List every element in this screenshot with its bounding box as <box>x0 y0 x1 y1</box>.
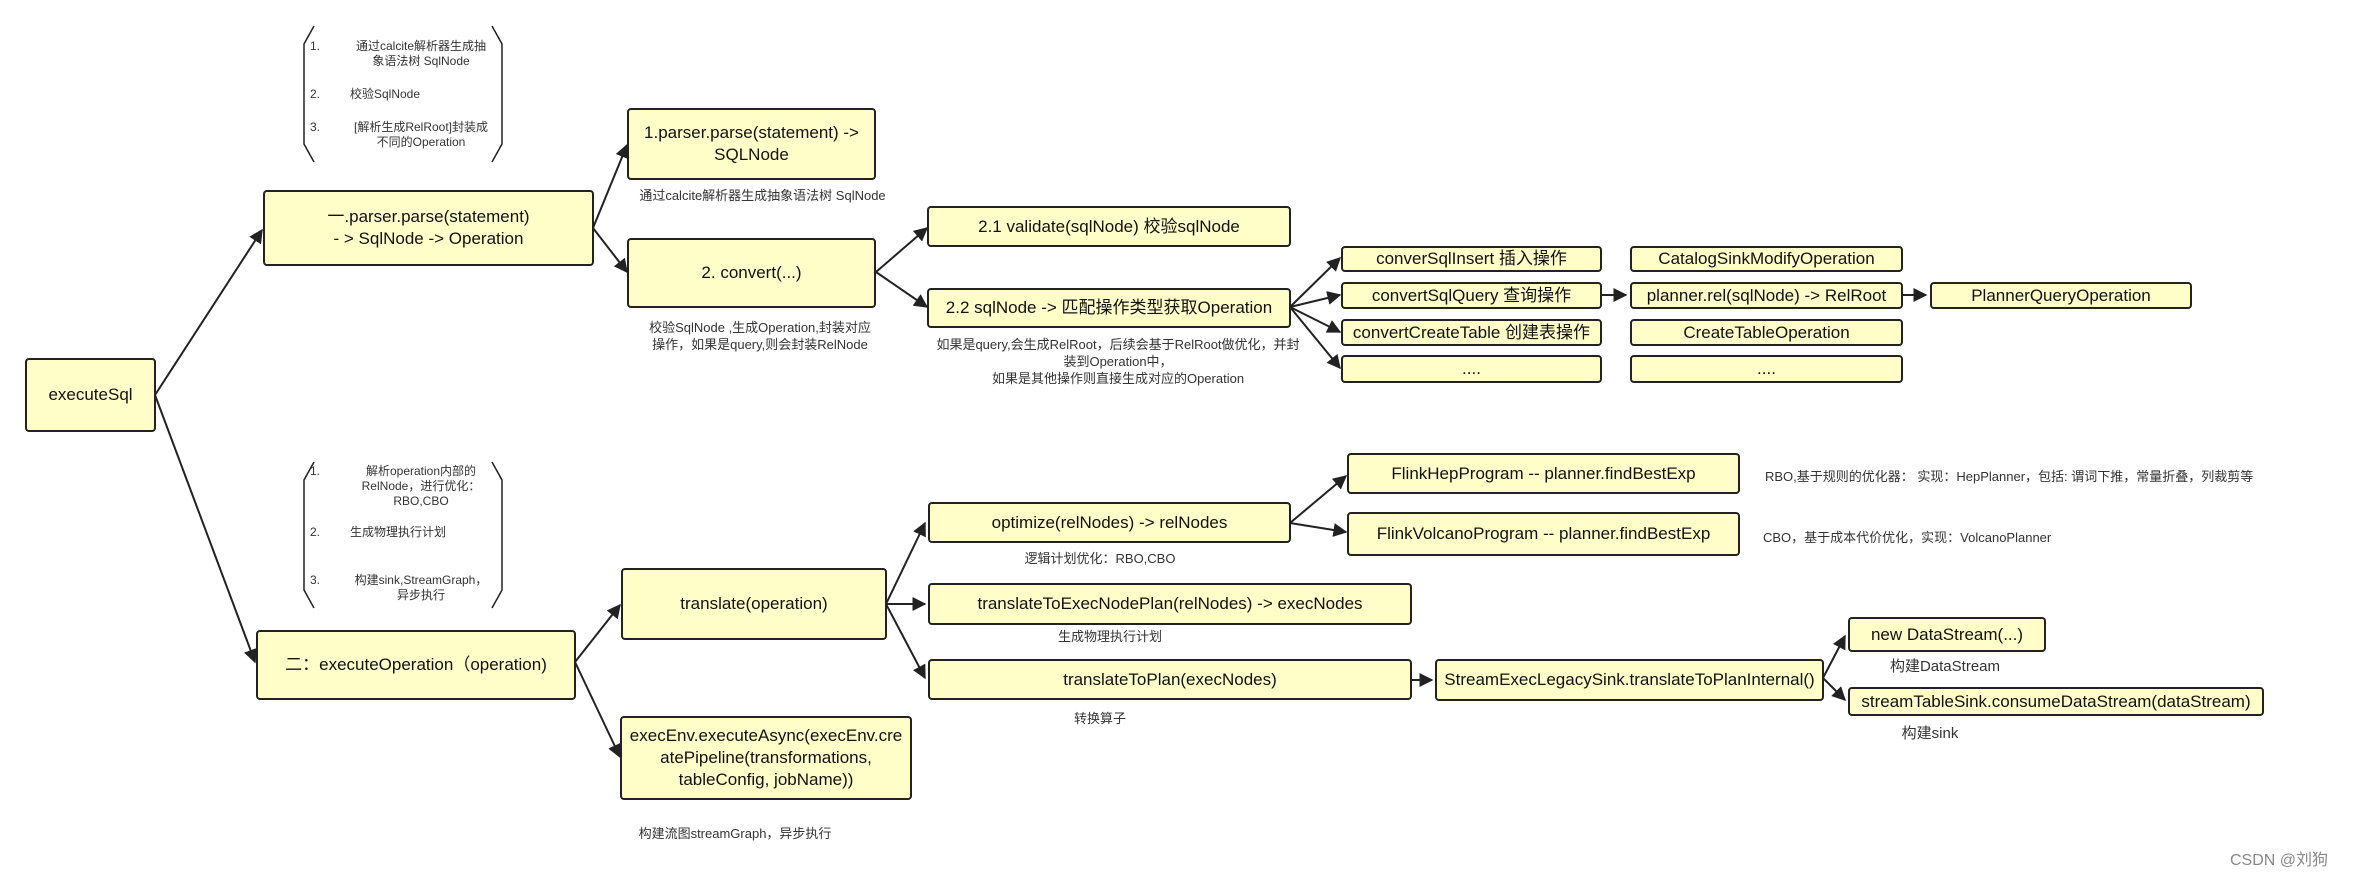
edge-match-create <box>1289 306 1342 333</box>
brace-item-num: 3. <box>310 573 321 587</box>
node-flink-hep[interactable]: FlinkHepProgram -- planner.findBestExp <box>1347 453 1740 494</box>
brace-item: 1. 通过calcite解析器生成抽 象语法树 SqlNode <box>310 39 500 69</box>
note-optimize: 逻辑计划优化：RBO,CBO <box>1024 551 1176 566</box>
edge-convert-match <box>875 271 929 308</box>
node-translate-to-plan[interactable]: translateToPlan(execNodes) <box>928 659 1412 700</box>
brace-item-text: 通过calcite解析器生成抽 象语法树 SqlNode <box>355 39 486 68</box>
brace-item: 1. 解析operation内部的 RelNode，进行优化： RBO,CBO <box>310 464 500 509</box>
node-create-table-op[interactable]: CreateTableOperation <box>1630 319 1903 346</box>
node-ellipsis-2[interactable]: .... <box>1630 355 1903 383</box>
node-convert[interactable]: 2. convert(...) <box>627 238 876 308</box>
brace-item-num: 2. <box>310 87 321 101</box>
note-parse: 通过calcite解析器生成抽象语法树 SqlNode <box>639 188 886 203</box>
node-execute-operation[interactable]: 二：executeOperation（operation) <box>256 630 576 700</box>
node-execute-async[interactable]: execEnv.executeAsync(execEnv.cre atePipe… <box>620 716 912 800</box>
node-convert-sql-query[interactable]: convertSqlQuery 查询操作 <box>1341 282 1602 309</box>
brace-list-bottom: 1. 解析operation内部的 RelNode，进行优化： RBO,CBO … <box>300 460 506 610</box>
edge-convert-validate <box>875 227 929 273</box>
note-cbo: CBO，基于成本代价优化，实现：VolcanoPlanner <box>1763 530 2052 545</box>
edge-optimize-volcano <box>1289 522 1348 537</box>
edge-match-query <box>1289 291 1342 308</box>
node-convert-create-table[interactable]: convertCreateTable 创建表操作 <box>1341 319 1602 346</box>
note-match: 如果是query,会生成RelRoot，后续会基于RelRoot做优化，并封 装… <box>936 337 1300 386</box>
edge-legacysink-newds <box>1822 634 1846 679</box>
node-sqlnode-match[interactable]: 2.2 sqlNode -> 匹配操作类型获取Operation <box>927 288 1291 328</box>
note-convert: 校验SqlNode ,生成Operation,封装对应 操作，如果是query,… <box>649 320 871 352</box>
brace-item-text: 生成物理执行计划 <box>350 525 447 539</box>
edge-parser-convert <box>592 227 628 274</box>
note-build-sink: 构建sink <box>1901 725 1959 742</box>
node-parser-parse[interactable]: 一.parser.parse(statement) - > SqlNode ->… <box>263 190 594 266</box>
node-execute-sql[interactable]: executeSql <box>25 358 156 432</box>
brace-item-text: [解析生成RelRoot]封装成 不同的Operation <box>353 120 489 149</box>
note-exec-plan: 生成物理执行计划 <box>1057 629 1162 644</box>
node-conver-sql-insert[interactable]: converSqlInsert 插入操作 <box>1341 246 1602 272</box>
edge-translate-optimize <box>885 521 926 605</box>
brace-item-num: 2. <box>310 525 321 539</box>
node-new-datastream[interactable]: new DataStream(...) <box>1848 617 2046 652</box>
node-stream-exec-legacy-sink[interactable]: StreamExecLegacySink.translateToPlanInte… <box>1435 659 1824 701</box>
brace-item-num: 1. <box>310 39 321 53</box>
brace-item: 3. 构建sink,StreamGraph， 异步执行 <box>310 573 500 603</box>
node-planner-rel[interactable]: planner.rel(sqlNode) -> RelRoot <box>1630 282 1903 309</box>
edge-executesql-executeop <box>154 394 258 664</box>
edge-optimize-hep <box>1289 475 1348 524</box>
edge-translate-toplan <box>885 603 926 680</box>
brace-shape <box>303 25 503 163</box>
node-optimize[interactable]: optimize(relNodes) -> relNodes <box>928 502 1291 543</box>
node-validate[interactable]: 2.1 validate(sqlNode) 校验sqlNode <box>927 206 1291 247</box>
edge-executesql-parser <box>154 228 263 396</box>
edge-executeop-async <box>574 661 621 759</box>
node-translate-operation[interactable]: translate(operation) <box>621 568 887 640</box>
brace-item: 2. 校验SqlNode <box>310 87 500 102</box>
edge-parser-parse <box>592 143 629 229</box>
brace-shape <box>303 461 503 609</box>
node-planner-query-op[interactable]: PlannerQueryOperation <box>1930 282 2192 309</box>
node-catalog-sink[interactable]: CatalogSinkModifyOperation <box>1630 246 1903 272</box>
edge-legacysink-consume <box>1822 677 1846 701</box>
brace-item-text: 校验SqlNode <box>350 87 421 101</box>
note-async: 构建流图streamGraph，异步执行 <box>638 826 832 841</box>
brace-item-text: 解析operation内部的 RelNode，进行优化： RBO,CBO <box>361 464 481 508</box>
brace-item-num: 1. <box>310 464 321 478</box>
brace-item-text: 构建sink,StreamGraph， 异步执行 <box>354 573 488 602</box>
brace-item: 2. 生成物理执行计划 <box>310 525 500 540</box>
node-parse-sqlnode[interactable]: 1.parser.parse(statement) -> SQLNode <box>627 108 876 180</box>
node-ellipsis-1[interactable]: .... <box>1341 355 1602 383</box>
note-to-plan: 转换算子 <box>1073 711 1126 726</box>
node-consume-datastream[interactable]: streamTableSink.consumeDataStream(dataSt… <box>1848 687 2264 716</box>
edge-match-ellipsis <box>1289 306 1341 370</box>
note-rbo: RBO,基于规则的优化器： 实现：HepPlanner，包括: 谓词下推，常量折… <box>1765 469 2254 484</box>
node-translate-exec-node-plan[interactable]: translateToExecNodePlan(relNodes) -> exe… <box>928 583 1412 625</box>
watermark: CSDN @刘狗 <box>2229 852 2328 869</box>
node-flink-volcano[interactable]: FlinkVolcanoProgram -- planner.findBestE… <box>1347 512 1740 556</box>
edge-match-insert <box>1289 257 1341 308</box>
edge-executeop-translate <box>574 603 621 663</box>
brace-item: 3. [解析生成RelRoot]封装成 不同的Operation <box>310 120 500 150</box>
note-build-datastream: 构建DataStream <box>1889 658 2001 675</box>
brace-list-top: 1. 通过calcite解析器生成抽 象语法树 SqlNode 2. 校验Sql… <box>300 24 506 164</box>
brace-item-num: 3. <box>310 120 321 134</box>
